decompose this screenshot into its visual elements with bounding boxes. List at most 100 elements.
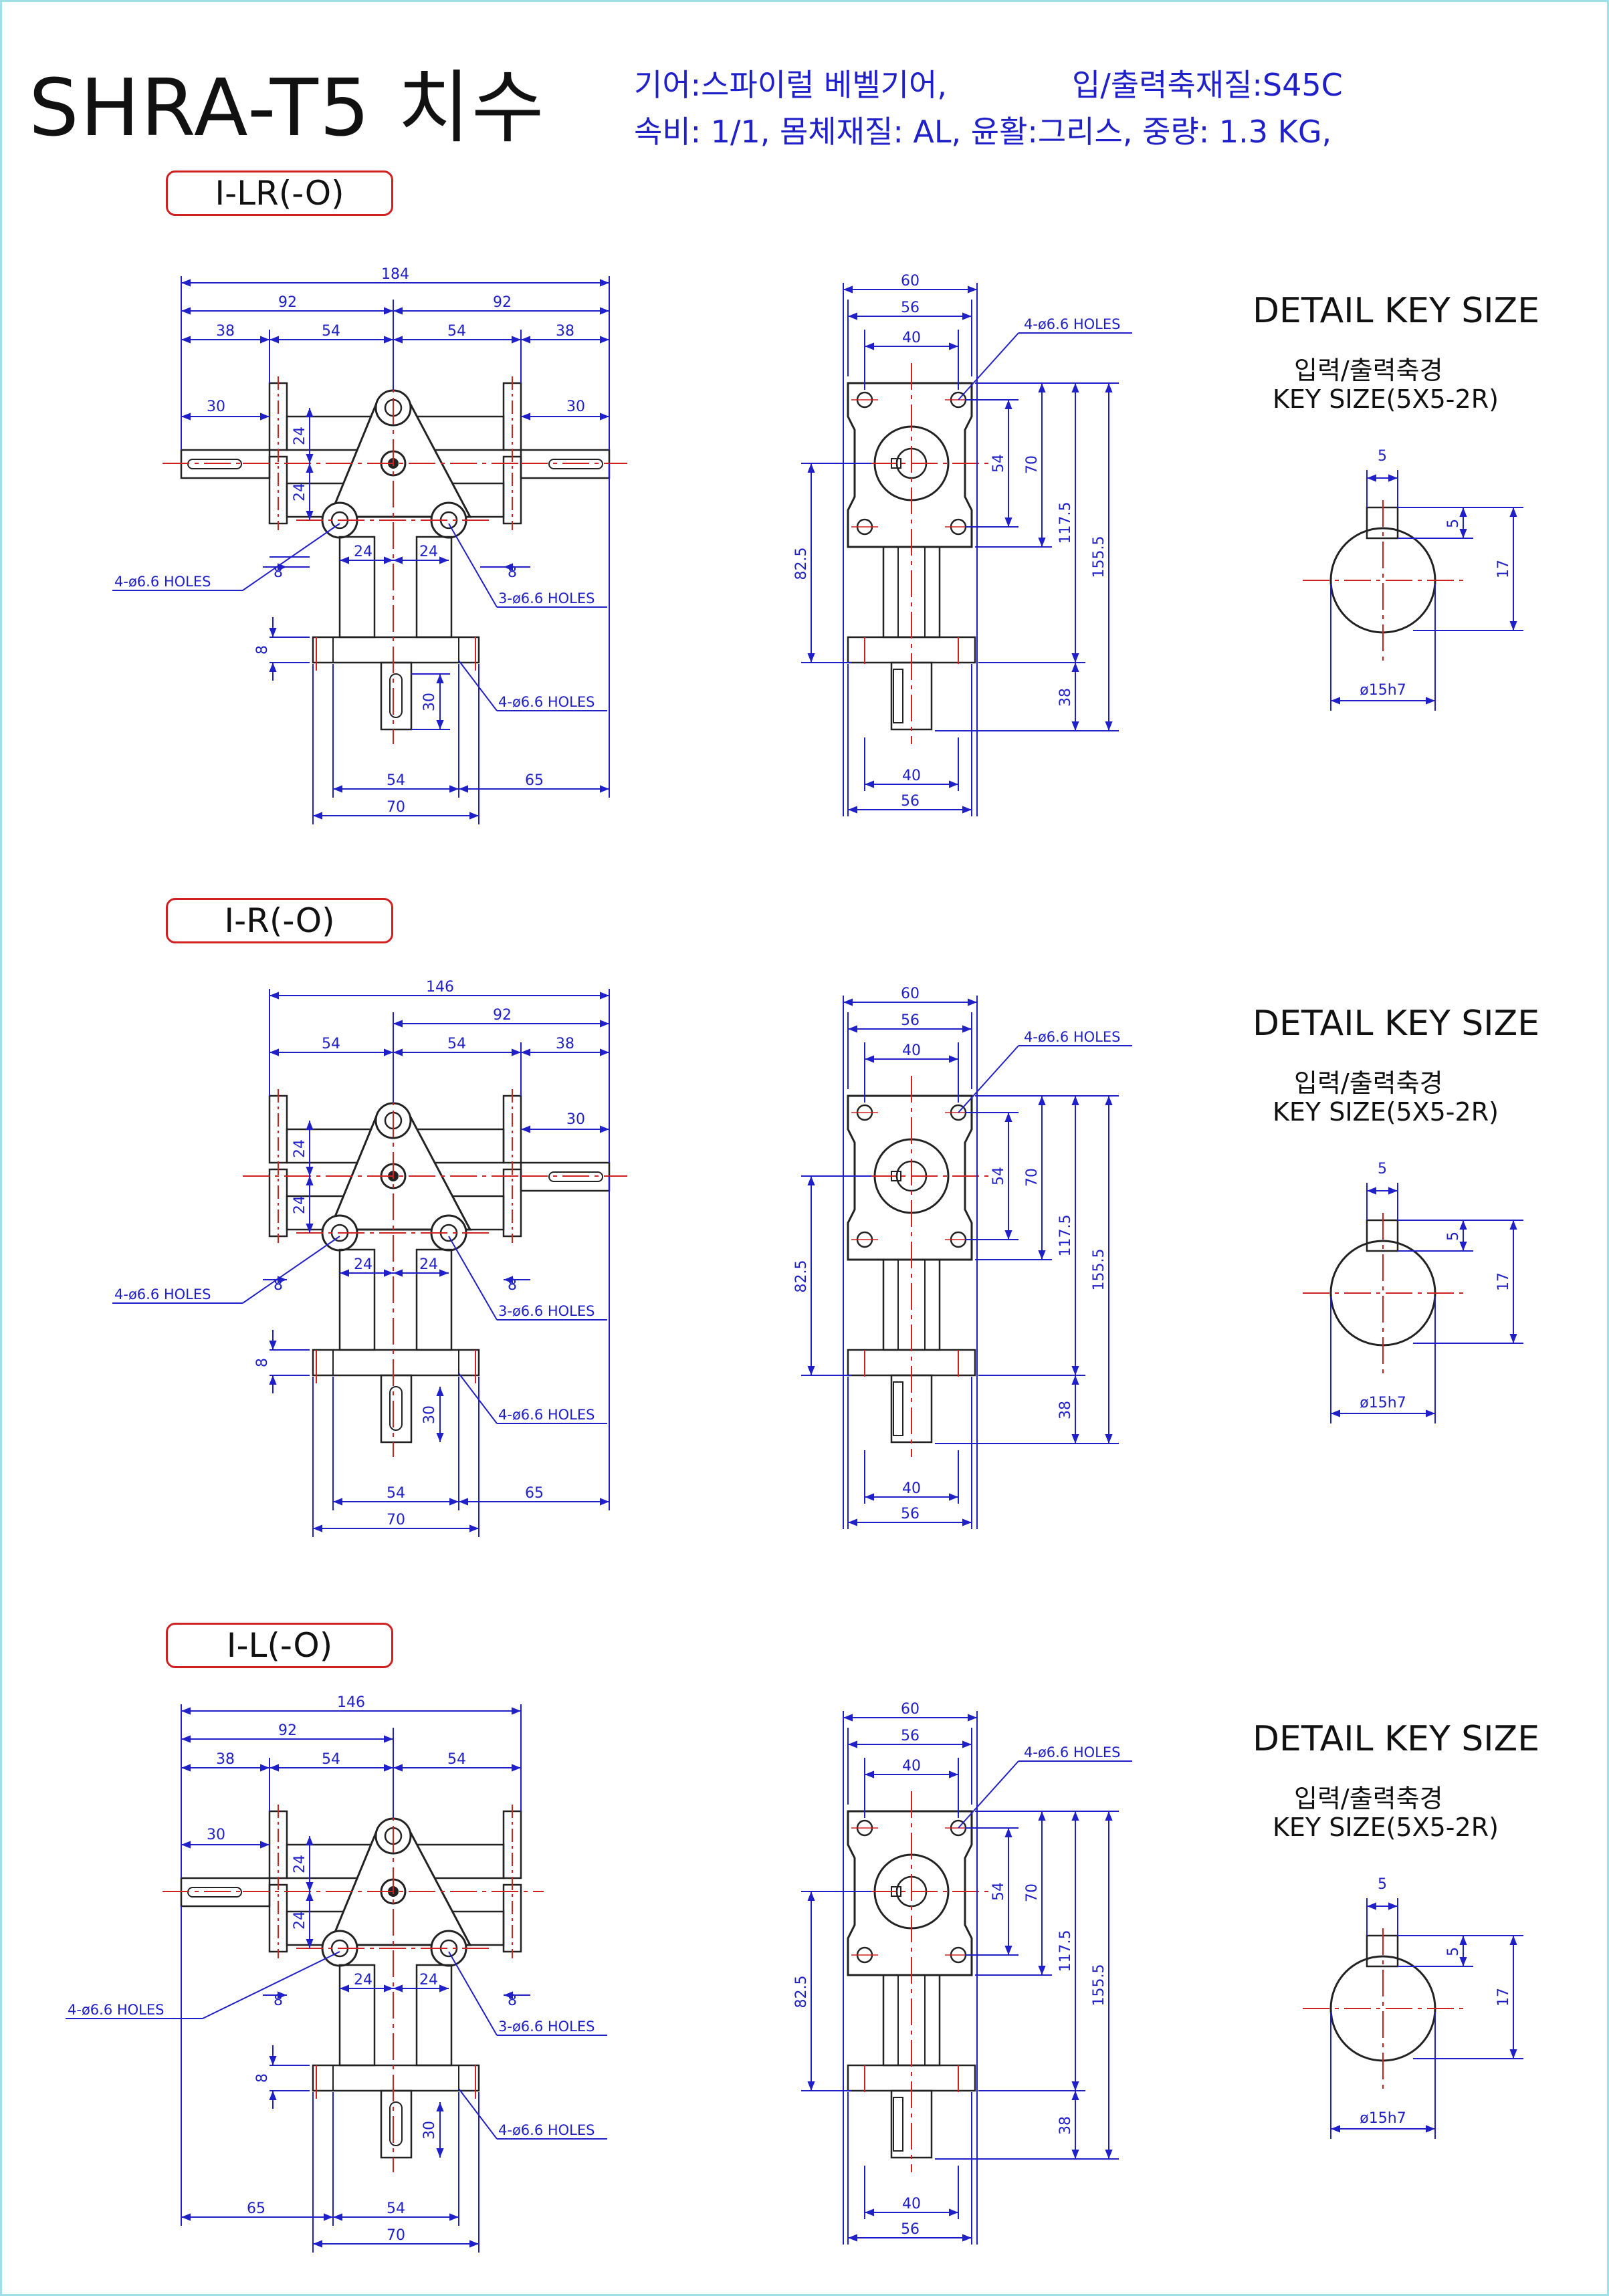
dim-b65-2: 65	[525, 1485, 544, 1502]
side-b40-2: 40	[902, 1480, 921, 1497]
dim-rhalf-lr: 92	[493, 294, 512, 311]
side-v38-2: 38	[1057, 1401, 1074, 1419]
side-w60-2: 60	[901, 986, 920, 1002]
dim-h8a-2: 8	[274, 1277, 283, 1294]
dim-b70-3: 70	[387, 2227, 405, 2244]
side-v82-1: 82.5	[793, 548, 810, 580]
side-w56-1: 56	[901, 300, 920, 316]
dim-segc1-lr: 54	[322, 323, 340, 340]
spec-line2: 속비: 1/1, 몸체재질: AL, 윤활:그리스, 중량: 1.3 KG,	[634, 114, 1332, 150]
dim-v24b-3: 24	[292, 1911, 308, 1930]
key-dia-3: ø15h7	[1360, 2110, 1406, 2127]
side-w40-3: 40	[902, 1758, 921, 1774]
callout-4holesb-l: 4-ø6.6 HOLES	[498, 2122, 595, 2138]
front-dims-common-lr	[112, 408, 609, 824]
side-v70-1: 70	[1024, 455, 1041, 474]
key-detail-r	[1303, 1183, 1523, 1423]
dim-h8b-1: 8	[508, 564, 517, 581]
key-label-1b: KEY SIZE(5X5-2R)	[1273, 384, 1499, 414]
key-heading-3: DETAIL KEY SIZE	[1253, 1719, 1540, 1759]
dim-v24a-2: 24	[292, 1139, 308, 1158]
dim-v24b-1: 24	[292, 483, 308, 501]
dim-segc2-r: 54	[447, 1036, 466, 1052]
key-w-2: 5	[1378, 1161, 1387, 1177]
side-b40-1: 40	[902, 768, 921, 784]
side-w60-3: 60	[901, 1701, 920, 1718]
key-label-3b: KEY SIZE(5X5-2R)	[1273, 1813, 1499, 1842]
side-v54-2: 54	[990, 1167, 1007, 1185]
dim-b54-2: 54	[387, 1485, 405, 1502]
key-h-3: 17	[1495, 1988, 1512, 2006]
side-b40-3: 40	[902, 2196, 921, 2212]
dim-b65-3: 65	[247, 2200, 265, 2217]
key-d-3: 5	[1445, 1947, 1462, 1956]
dim-shaftl-l: 30	[207, 1827, 225, 1843]
key-detail-l	[1303, 1898, 1523, 2139]
callout-3holes-lr: 3-ø6.6 HOLES	[498, 590, 595, 606]
view-tag-r: I-R(-O)	[166, 898, 393, 943]
dim-v8-2: 8	[254, 1358, 271, 1367]
dim-s30-1: 30	[421, 693, 438, 711]
callout-4holesb-lr: 4-ø6.6 HOLES	[498, 694, 595, 710]
dim-h24a-1: 24	[354, 544, 372, 560]
dim-segl-l: 38	[216, 1751, 235, 1768]
key-w-1: 5	[1378, 448, 1387, 465]
key-h-1: 17	[1495, 560, 1512, 578]
side-v70-2: 70	[1024, 1168, 1041, 1187]
page-title: SHRA-T5 치수	[29, 62, 546, 154]
side-w56-3: 56	[901, 1728, 920, 1744]
dim-segc2-lr: 54	[447, 323, 466, 340]
dim-b70-1: 70	[387, 799, 405, 816]
side-v117-2: 117.5	[1057, 1215, 1074, 1257]
front-view-r	[112, 989, 629, 1537]
key-dia-1: ø15h7	[1360, 682, 1406, 699]
callout-4holes-r: 4-ø6.6 HOLES	[114, 1286, 211, 1302]
side-v155-2: 155.5	[1091, 1249, 1107, 1291]
side-w40-2: 40	[902, 1042, 921, 1059]
dim-h24b-2: 24	[419, 1256, 438, 1273]
view-tag-lr: I-LR(-O)	[166, 170, 393, 216]
dim-b54-1: 54	[387, 772, 405, 789]
side-v117-3: 117.5	[1057, 1930, 1074, 1972]
side-view-lr	[801, 283, 1132, 816]
front-view-lr	[161, 276, 629, 798]
spec-material: 입/출력축재질:S45C	[1072, 67, 1343, 103]
callout-4holes-lr: 4-ø6.6 HOLES	[114, 574, 211, 590]
side-v38-3: 38	[1057, 2116, 1074, 2135]
key-label-3a: 입력/출력축경	[1294, 1784, 1443, 1813]
dim-shaftr-lr: 30	[566, 398, 585, 415]
spec-gear: 기어:스파이럴 베벨기어,	[634, 67, 947, 103]
dim-total-lr: 184	[381, 266, 409, 283]
side-v54-1: 54	[990, 454, 1007, 473]
dim-total-l: 146	[337, 1694, 365, 1711]
dim-v24a-3: 24	[292, 1855, 308, 1873]
dim-h8b-2: 8	[508, 1277, 517, 1294]
dim-lhalf-lr: 92	[278, 294, 297, 311]
callout-sideholes-r: 4-ø6.6 HOLES	[1024, 1029, 1120, 1045]
dim-shaftr-r: 30	[566, 1111, 585, 1128]
callout-4holes-l: 4-ø6.6 HOLES	[68, 2002, 164, 2018]
dim-shaftl-lr: 30	[207, 398, 225, 415]
side-v38-1: 38	[1057, 688, 1074, 707]
key-w-3: 5	[1378, 1876, 1387, 1893]
side-v70-3: 70	[1024, 1883, 1041, 1902]
side-view-l	[801, 1711, 1132, 2245]
key-d-2: 5	[1445, 1232, 1462, 1241]
callout-sideholes-l: 4-ø6.6 HOLES	[1024, 1744, 1120, 1760]
dim-total-r: 146	[426, 979, 454, 996]
dim-h24a-2: 24	[354, 1256, 372, 1273]
dim-v8-1: 8	[254, 645, 271, 655]
dim-v24b-2: 24	[292, 1195, 308, 1214]
dim-v24a-1: 24	[292, 427, 308, 445]
dim-b70-2: 70	[387, 1512, 405, 1528]
side-v82-3: 82.5	[793, 1976, 810, 2008]
dim-segr-r: 38	[556, 1036, 574, 1052]
side-w60-1: 60	[901, 273, 920, 290]
side-w56-2: 56	[901, 1012, 920, 1029]
dim-segl-lr: 38	[216, 323, 235, 340]
key-h-2: 17	[1495, 1272, 1512, 1291]
callout-sideholes-lr: 4-ø6.6 HOLES	[1024, 316, 1120, 332]
side-v54-3: 54	[990, 1882, 1007, 1901]
